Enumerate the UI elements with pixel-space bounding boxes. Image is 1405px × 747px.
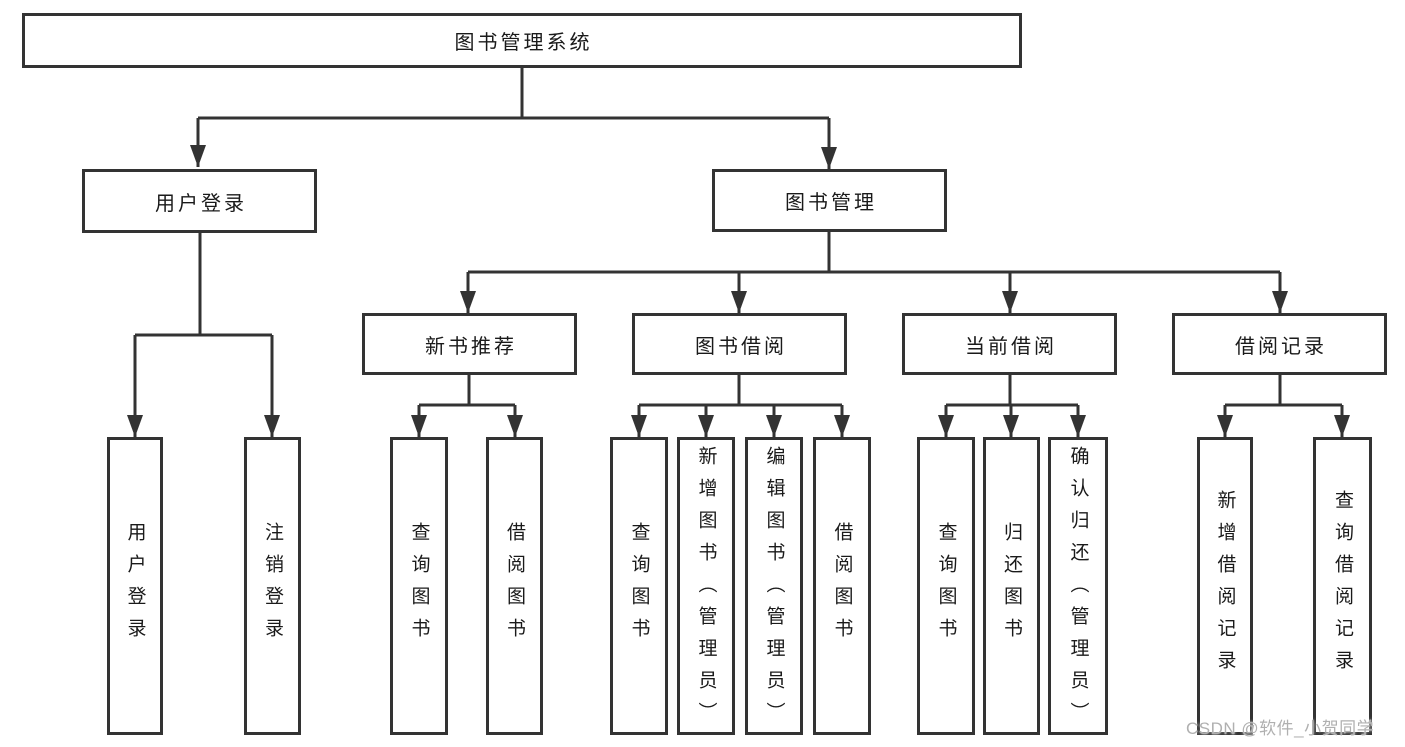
node-book-management: 图书管理	[712, 169, 947, 232]
node-system-root: 图书管理系统	[22, 13, 1022, 68]
leaf-return-books: 归还图书	[983, 437, 1040, 735]
node-book-borrowing: 图书借阅	[632, 313, 847, 375]
leaf-query-books-recommend: 查询图书	[390, 437, 448, 735]
leaf-query-borrow-record: 查询借阅记录	[1313, 437, 1372, 735]
leaf-edit-books-admin: 编辑图书（管理员）	[745, 437, 803, 735]
leaf-query-books-current: 查询图书	[917, 437, 975, 735]
node-new-book-recommend: 新书推荐	[362, 313, 577, 375]
leaf-query-books-borrowing: 查询图书	[610, 437, 668, 735]
node-borrowing-records: 借阅记录	[1172, 313, 1387, 375]
leaf-confirm-return-admin: 确认归还（管理员）	[1048, 437, 1108, 735]
node-current-borrowing: 当前借阅	[902, 313, 1117, 375]
leaf-add-books-admin: 新增图书（管理员）	[677, 437, 735, 735]
leaf-logout: 注销登录	[244, 437, 301, 735]
watermark: CSDN @软件_小贺同学	[1186, 719, 1375, 738]
leaf-user-login: 用户登录	[107, 437, 163, 735]
node-user-login: 用户登录	[82, 169, 317, 233]
leaf-borrow-books-recommend: 借阅图书	[486, 437, 543, 735]
leaf-add-borrow-record: 新增借阅记录	[1197, 437, 1253, 735]
leaf-borrow-books-borrowing: 借阅图书	[813, 437, 871, 735]
